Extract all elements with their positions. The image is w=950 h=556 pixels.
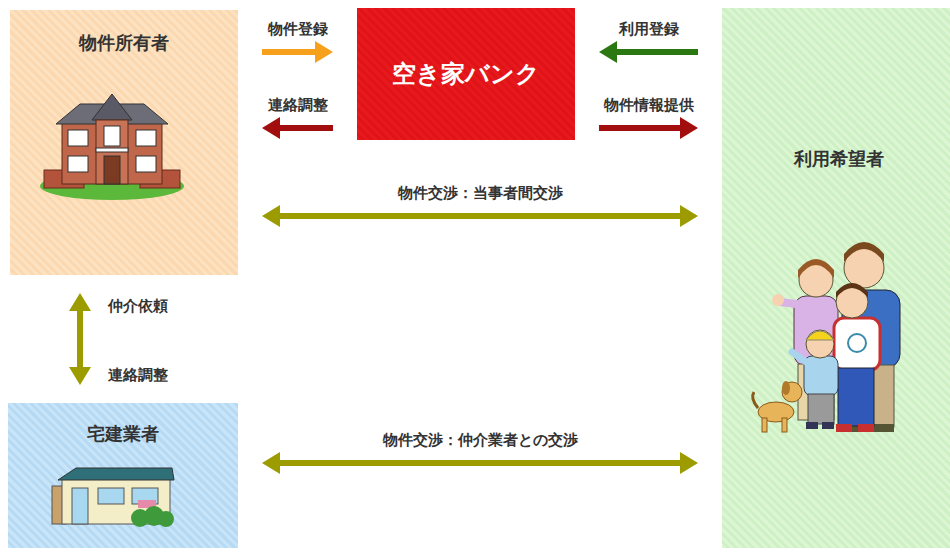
arrow-shaft [599,125,682,131]
arrowhead [69,293,91,311]
arrow-connector [262,41,333,63]
bank-box: 空き家バンク [357,8,575,140]
edge-label: 物件登録 [266,20,330,38]
arrow-shaft [77,309,83,369]
edge-label: 連絡調整 [266,96,330,114]
edge-label: 仲介依頼 [106,297,170,315]
edge-label: 物件交渉：当事者間交渉 [396,184,565,202]
arrow-shaft [615,49,698,55]
arrowhead [680,205,698,227]
arrowhead [262,205,280,227]
arrowhead [680,117,698,139]
arrowhead [680,452,698,474]
agent-panel: 宅建業者 [8,403,238,548]
owner-panel: 物件所有者 [10,10,238,275]
arrow-connector [599,117,698,139]
arrow-connector [262,452,698,474]
node-title: 利用希望者 [722,148,950,170]
arrow-shaft [262,49,317,55]
edge-label: 物件情報提供 [602,96,696,114]
arrowhead [315,41,333,63]
arrowhead [599,41,617,63]
arrow-shaft [278,213,682,219]
user-panel: 利用希望者 [722,8,950,548]
edge-label: 利用登録 [617,20,681,38]
arrow-shaft [278,125,333,131]
side-label: 連絡調整 [106,366,170,384]
node-title: 物件所有者 [10,32,238,54]
arrow-connector [262,117,333,139]
arrow-connector [69,293,91,385]
edge-label: 物件交渉：仲介業者との交渉 [381,431,580,449]
node-title: 宅建業者 [8,423,238,445]
arrowhead [69,367,91,385]
arrowhead [262,117,280,139]
arrow-shaft [278,460,682,466]
arrow-connector [599,41,698,63]
arrow-connector [262,205,698,227]
arrowhead [262,452,280,474]
node-title: 空き家バンク [392,60,540,89]
